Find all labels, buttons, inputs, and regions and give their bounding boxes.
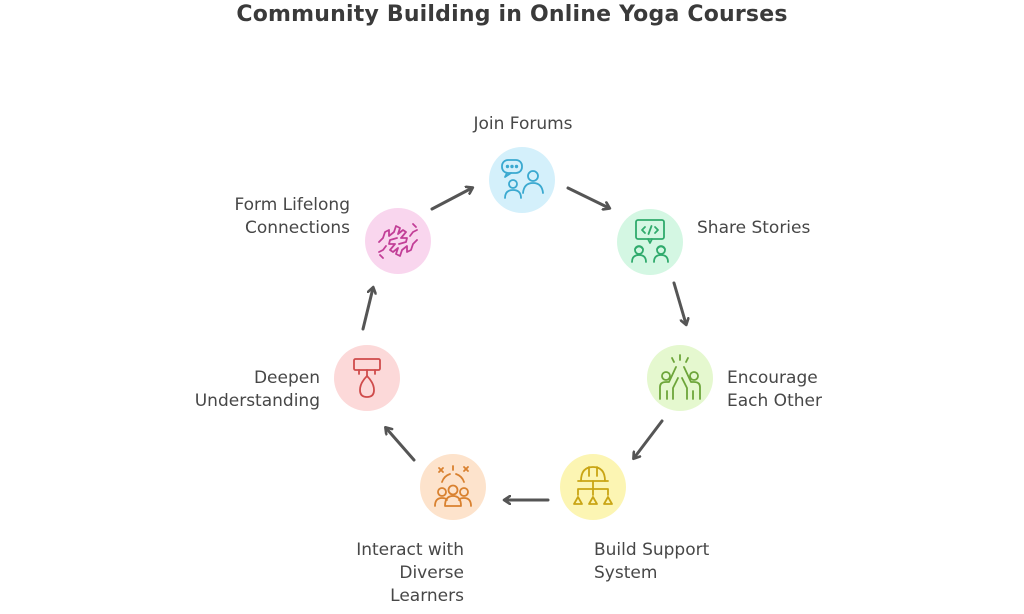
step-encourage-node (647, 345, 713, 411)
step-connections-label: Form Lifelong Connections (234, 195, 350, 238)
step-deepen-label: Deepen Understanding (194, 368, 320, 411)
group-sparkle-icon (434, 465, 472, 507)
step-join-forums-label: Join Forums (473, 114, 573, 134)
step-deepen-node (334, 345, 400, 411)
diagram-title: Community Building in Online Yoga Course… (236, 2, 788, 27)
step-build-support-label: Build Support System (594, 540, 710, 583)
presentation-people-icon (631, 219, 669, 263)
step-connections-node (365, 208, 431, 274)
step-build-support-node (560, 454, 626, 520)
discussion-people-icon (501, 159, 544, 199)
arrow-interact-to-deepen (386, 428, 416, 462)
step-join-forums-node (489, 147, 555, 213)
step-interact-label: Interact with Diverse Learners (356, 540, 464, 606)
arrow-deepen-to-connections (361, 288, 373, 331)
step-share-stories-label: Share Stories (697, 218, 811, 238)
arrow-encourage-to-support (634, 419, 664, 458)
lamp-icon (353, 358, 381, 398)
step-interact-node (420, 454, 486, 520)
step-share-stories-node (617, 209, 683, 275)
arrow-connections-to-forums (430, 188, 472, 211)
hierarchy-hardhat-icon (573, 466, 613, 505)
puzzle-hands-icon (378, 223, 418, 259)
step-encourage-label: Encourage Each Other (727, 368, 822, 411)
arrow-forums-to-stories (566, 186, 609, 208)
arrow-stories-to-encourage (672, 281, 686, 324)
high-five-icon (659, 354, 701, 400)
